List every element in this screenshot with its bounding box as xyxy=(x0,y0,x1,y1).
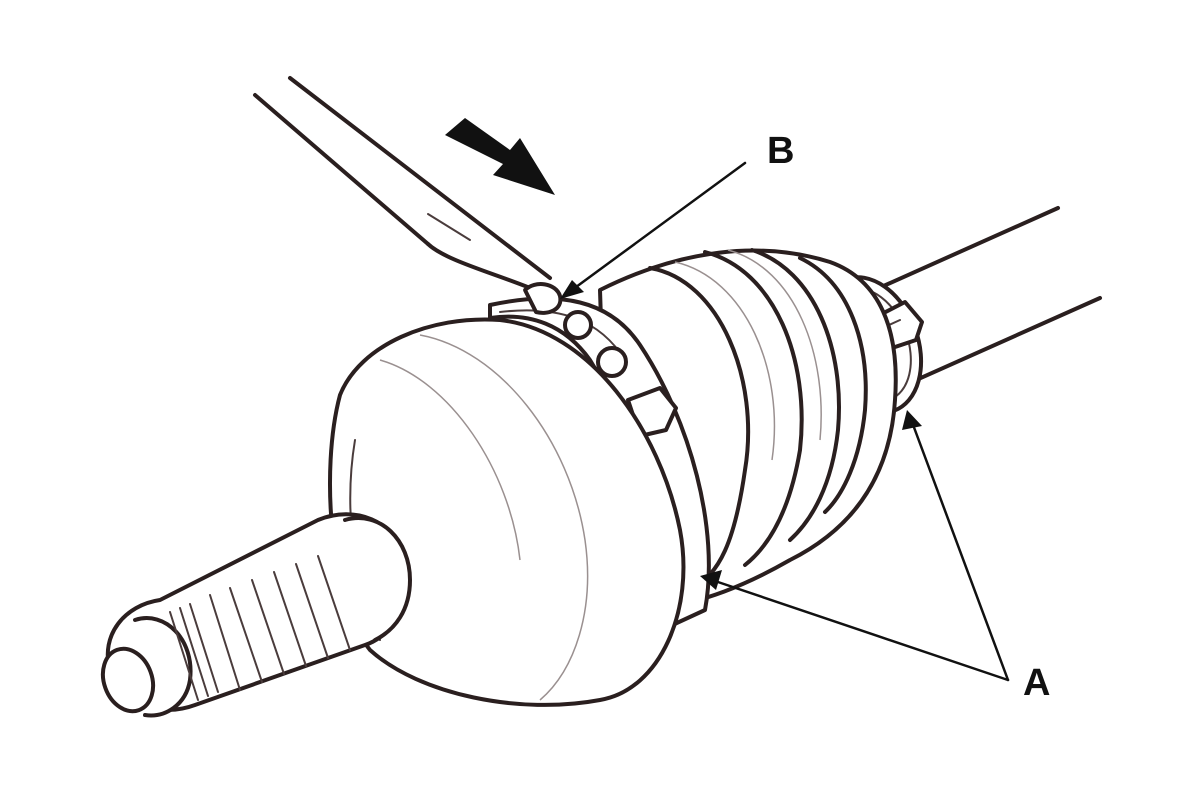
band-pin-1 xyxy=(563,310,593,340)
leader-b xyxy=(560,161,747,299)
arrow-down-right-icon xyxy=(445,118,555,195)
leader-a xyxy=(700,410,1010,682)
screwdriver-icon xyxy=(253,76,563,315)
splined-stub xyxy=(100,512,412,718)
callout-label-a: A xyxy=(1023,662,1051,704)
band-pin-2 xyxy=(596,346,628,378)
callout-label-b: B xyxy=(767,130,795,172)
